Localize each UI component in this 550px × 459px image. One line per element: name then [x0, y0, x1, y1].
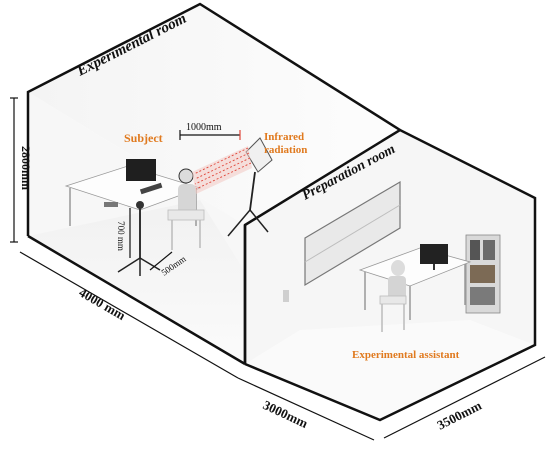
subject-chair [167, 209, 205, 221]
subject-head [178, 168, 194, 184]
assistant-label: Experimental assistant [352, 349, 460, 361]
lamp-distance-label: 1000mm [186, 122, 222, 133]
assistant-chair [379, 295, 407, 305]
assistant-monitor [420, 244, 448, 264]
chair-dist-line [149, 251, 173, 271]
binder-2 [483, 240, 495, 260]
depth-dim-line [383, 356, 546, 439]
infrared-beam [192, 146, 252, 194]
infrared-label-line1: Infrared [264, 131, 304, 143]
keyboard [139, 182, 163, 195]
tripod-leg [249, 209, 269, 233]
assistant-head [391, 260, 405, 276]
tripod-leg [117, 257, 141, 273]
binder-1 [470, 240, 480, 260]
exp-outline [26, 2, 401, 236]
exp-floor-edge [27, 234, 246, 366]
subject-body [178, 184, 196, 214]
radiation-lines [193, 147, 252, 190]
experimental-furniture [64, 137, 273, 276]
infrared-lamp [245, 137, 273, 173]
infrared-label-line2: radiation [264, 144, 307, 156]
length-dim-line [19, 251, 239, 379]
books-row-2 [470, 287, 495, 305]
desk-object [104, 202, 118, 207]
tripod-height-label: 700 mm [116, 221, 126, 251]
exp-back-wall [28, 4, 400, 225]
prep-length-dim-line [237, 377, 375, 441]
height-label: 2800mm [19, 146, 33, 190]
books-row [470, 265, 495, 283]
tripod-leg [227, 209, 251, 237]
preparation-room [243, 128, 537, 422]
exp-floor [28, 200, 250, 364]
tripod-leg [139, 257, 161, 271]
subject-monitor [126, 159, 156, 181]
dimension-lines [10, 97, 546, 441]
subject-label: Subject [124, 131, 163, 145]
door-handle [283, 290, 289, 302]
depth-label: 3500mm [435, 398, 484, 433]
experimental-room [26, 2, 401, 366]
sensor-head [136, 201, 144, 209]
lamp-tripod-pole [249, 171, 256, 211]
prep-floor [245, 320, 535, 420]
prep-length-label: 3000mm [261, 397, 311, 431]
window-sill-line [304, 204, 401, 263]
